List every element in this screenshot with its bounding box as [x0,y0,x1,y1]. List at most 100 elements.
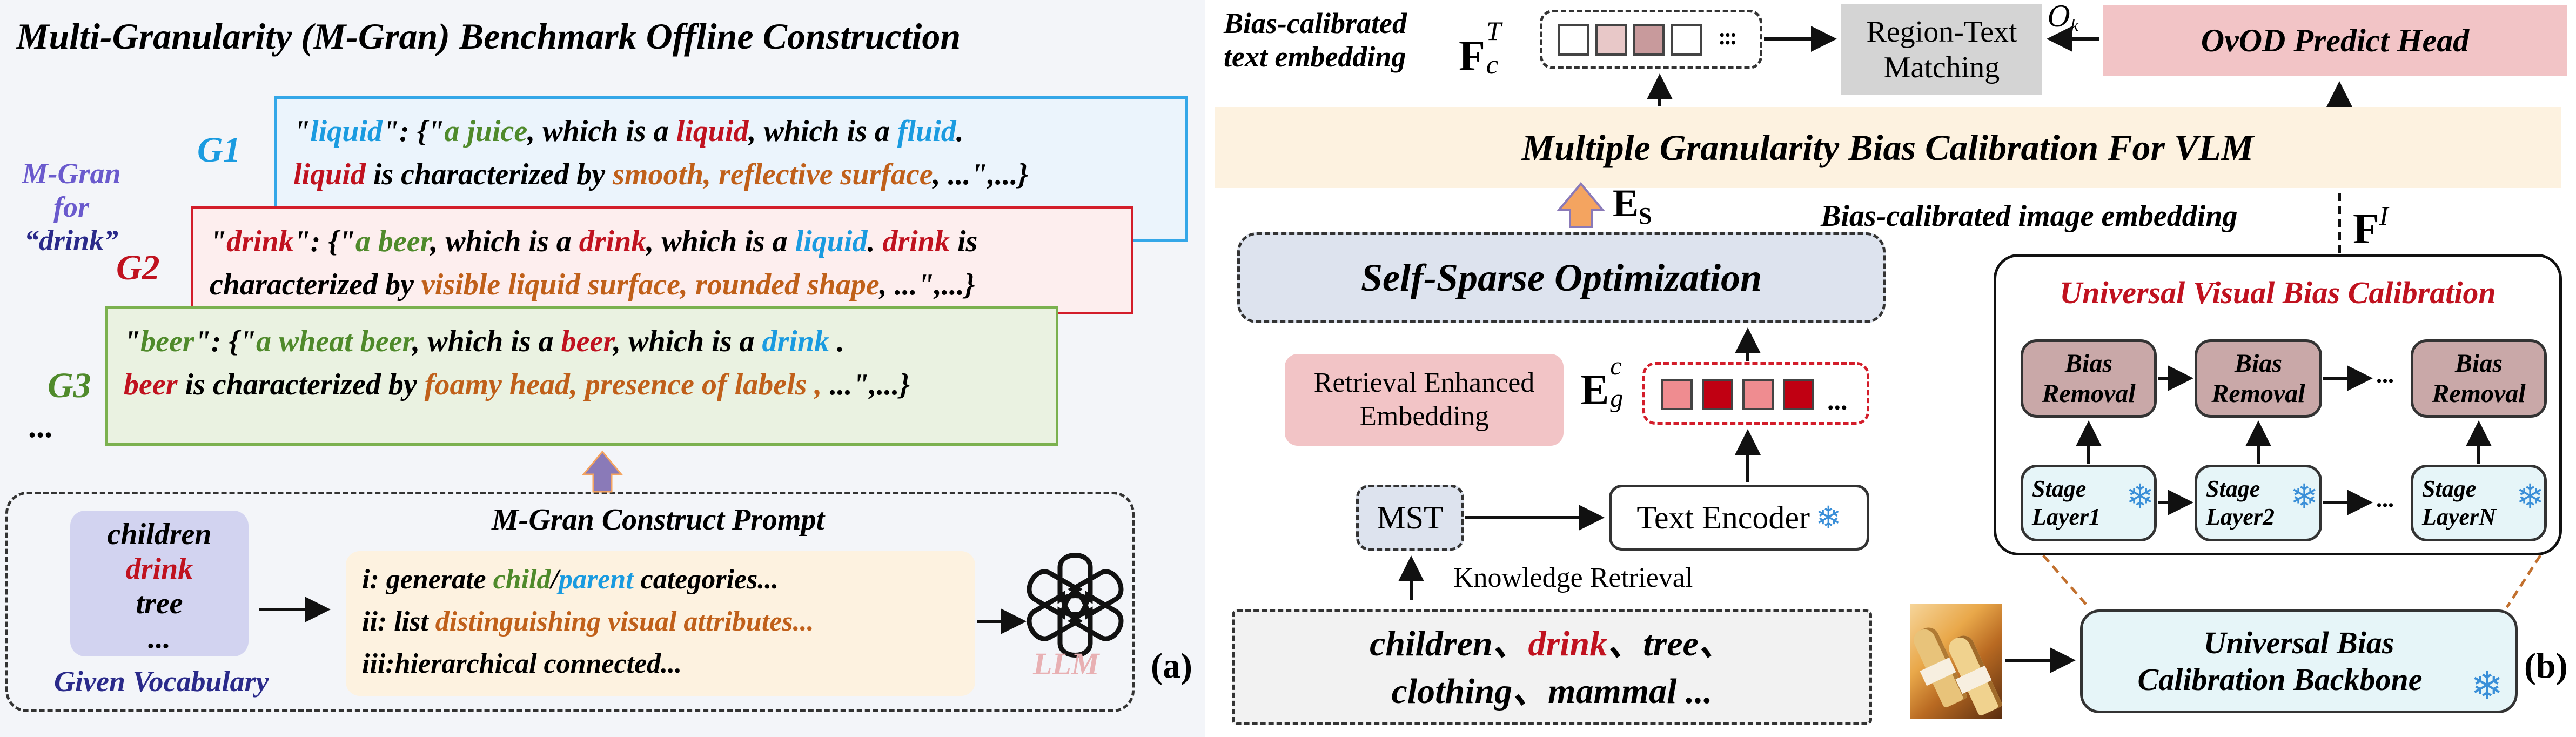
text-segment: is characterized by [365,158,613,191]
text-segment: beer [140,325,194,358]
self-sparse-optimization: Self-Sparse Optimization [1237,232,1886,323]
text-embedding-cell [1595,24,1627,56]
g1-card-line1: "liquid": {"a juice, which is a liquid, … [293,110,1169,153]
vocab-item: ... [148,621,171,655]
stage-layer-label: Stage Layer1 [2032,475,2101,530]
egc-sup: c [1610,352,1622,380]
construct-dashed-box [5,492,1135,712]
region-text-line2: Matching [1883,51,2000,84]
text-segment: foamy head, presence of labels , [424,368,822,401]
text-segment: liquid [795,225,868,258]
text-segment: " [124,325,141,358]
stage-layer-label: Stage LayerN [2422,475,2496,530]
egc-symbol: E c g [1580,352,1628,415]
text-segment: , which is a [613,325,762,358]
backbone-line2: Calibration Backbone [2137,662,2423,697]
text-segment: , ...",...} [933,158,1029,191]
knowledge-retrieval-label: Knowledge Retrieval [1453,562,1693,593]
retrieval-enhanced-box: Retrieval Enhanced Embedding [1285,354,1564,446]
vocab-item: drink [125,552,193,586]
panel-a-tag: (a) [1151,646,1192,686]
egc-letter: E [1580,366,1609,414]
text-segment: 、 [1492,624,1528,664]
text-segment: smooth, reflective surface [613,158,933,191]
text-segment: clothing [1391,672,1513,711]
text-segment: tree [1643,624,1699,664]
vocab-dashed-box [1232,609,1872,725]
text-segment: beer [561,325,614,358]
text-segment: " [210,225,227,258]
backbone-line1: Universal Bias [2203,625,2394,660]
text-segment: characterized by [210,268,421,302]
text-segment: is characterized by [177,368,425,401]
ft-sub: c [1486,49,1499,79]
up-arrow-purple [581,450,623,493]
bias-text-label-line1: Bias-calibrated [1224,7,1407,39]
text-segment: liquid [310,115,383,148]
vocab-words: children、drink、tree、 clothing、mammal ... [1232,620,1872,715]
prompt-line2: ii: list distinguishing visual attribute… [362,601,959,643]
prompt-line3: iii:hierarchical connected... [362,643,959,685]
retrieval-line1: Retrieval Enhanced [1313,367,1535,398]
zoom-line-right [2505,554,2542,608]
egc-sub: g [1610,384,1624,413]
mst-box: MST [1356,485,1464,551]
text-segment: drink [226,225,294,258]
bias-text-label: Bias-calibrated text embedding [1224,6,1407,73]
es-letter: E [1613,182,1639,225]
mgran-label: M-Gran for “drink” [6,157,136,257]
g1-label: G1 [197,130,241,170]
vocab-item: tree [136,587,183,620]
text-segment: ...",...} [822,368,910,401]
prompt-line1: i: generate child/parent categories... [362,559,959,601]
text-segment: ": {" [382,115,445,148]
retrieval-embedding-bar [1642,362,1869,425]
g3-card-line1: "beer": {"a wheat beer, which is a beer,… [124,320,1039,363]
text-segment: 、 [1607,624,1643,664]
text-segment: . [956,115,964,148]
retrieval-embedding-cell [1702,379,1733,410]
text-segment: , which is a [646,225,795,258]
stage-layer-label: Stage Layer2 [2206,475,2275,530]
text-segment: , which is a [430,225,579,258]
ft-sup: T [1486,16,1501,46]
text-segment: . [829,325,844,358]
mgran-label-line1: M-Gran for [22,157,121,223]
retrieval-embedding-cell [1742,379,1774,410]
text-segment: beer [124,368,178,401]
snowflake-icon: ❄ [2471,663,2504,708]
text-segment: ii: list [362,606,435,637]
text-segment: drink [882,225,950,258]
stage-layer-box: Stage Layer2 ❄ [2195,465,2322,541]
prompt-title: M-Gran Construct Prompt [492,503,825,537]
text-segment: child [493,564,551,595]
fi-symbol: FI [2353,200,2389,254]
es-sub: S [1639,203,1652,229]
bias-removal-box: Bias Removal [2411,339,2547,418]
text-embedding-cell [1671,24,1702,56]
stage-layer-box: Stage Layer1 ❄ [2021,465,2157,541]
text-segment: distinguishing visual attributes... [435,606,814,637]
panel-b-tag: (b) [2524,646,2568,686]
mg-calibration-bar: Multiple Granularity Bias Calibration Fo… [1215,107,2561,188]
es-symbol: ES [1613,181,1652,230]
uvbc-title: Universal Visual Bias Calibration [2060,275,2496,310]
text-segment: liquid [293,158,366,191]
bias-removal-box: Bias Removal [2021,339,2157,418]
g1-card-line2: liquid is characterized by smooth, refle… [293,153,1169,196]
text-segment: a juice [444,115,528,148]
text-segment: i: generate [362,564,493,595]
g3-label: G3 [48,366,91,405]
retrieval-line2: Embedding [1359,401,1489,432]
retrieval-embedding-cell [1783,379,1814,410]
text-segment: categories... [633,564,779,595]
vocab-words-line1: children、drink、tree、 [1232,620,1872,668]
ft-symbol: F T c [1459,16,1507,81]
text-segment: , which is a [527,115,676,148]
ok-sub: k [2070,15,2078,35]
snowflake-icon: ❄ [1815,499,1842,536]
fi-sup: I [2379,200,2389,231]
